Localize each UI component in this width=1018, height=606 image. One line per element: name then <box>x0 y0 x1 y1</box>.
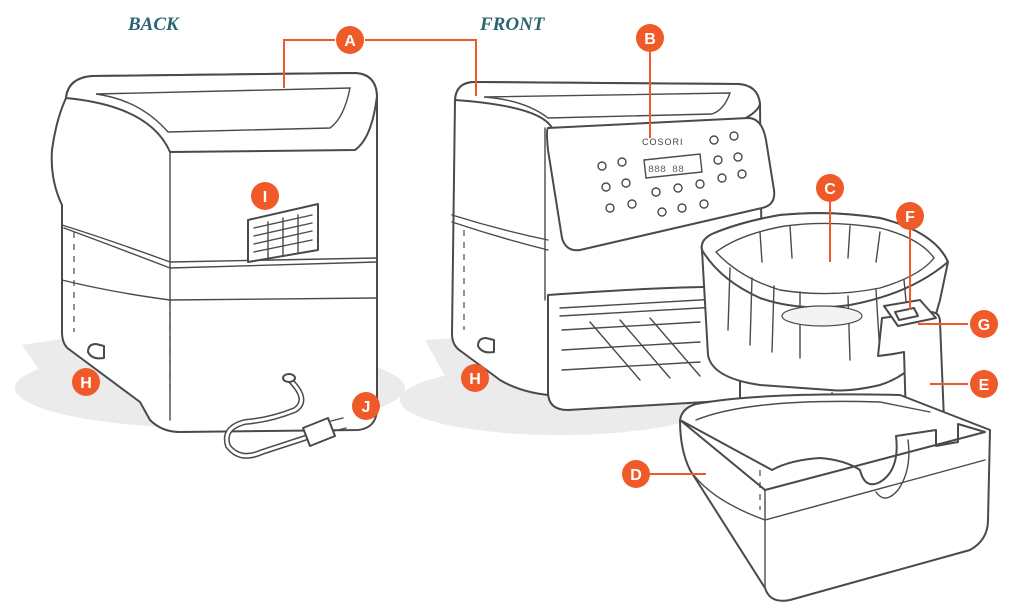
outer-basket <box>679 393 991 602</box>
label-b: B <box>636 24 664 52</box>
front-seam-upper <box>451 214 549 241</box>
front-view-title: FRONT <box>479 14 546 35</box>
basket-inner-rim <box>714 222 935 295</box>
svg-text:J: J <box>362 399 371 416</box>
svg-text:G: G <box>978 317 990 334</box>
back-view-title: BACK <box>127 14 180 35</box>
label-g: G <box>970 310 998 338</box>
back-vent-grille <box>247 203 319 263</box>
outer-basket-handle-slot <box>875 439 910 499</box>
svg-text:C: C <box>824 181 836 198</box>
back-seam-inner <box>63 227 378 269</box>
svg-text:D: D <box>630 467 642 484</box>
label-i: I <box>251 182 279 210</box>
control-panel <box>546 117 776 252</box>
svg-text:H: H <box>469 371 481 388</box>
outer-basket-seam <box>689 459 986 521</box>
back-foot <box>87 343 105 360</box>
outer-basket-rim <box>679 419 986 491</box>
svg-text:A: A <box>344 33 356 50</box>
svg-text:B: B <box>644 31 656 48</box>
label-h-back: H <box>72 368 100 396</box>
label-h-front: H <box>461 364 489 392</box>
label-e: E <box>970 370 998 398</box>
label-d: D <box>622 460 650 488</box>
touch-buttons <box>597 131 747 217</box>
leader-lines <box>283 39 968 475</box>
front-foot <box>477 337 495 354</box>
brand-logo: COSORI <box>642 137 684 147</box>
display-digits: 888 88 <box>648 165 684 176</box>
fry-basket <box>700 212 949 440</box>
display-screen: 888 88 <box>643 153 703 179</box>
plug-body <box>302 417 336 447</box>
basket-release-button <box>894 307 919 321</box>
front-lid-panel <box>483 92 731 119</box>
back-seam-upper <box>61 224 378 263</box>
svg-text:F: F <box>905 209 915 226</box>
basket-perforations <box>781 305 863 327</box>
label-c: C <box>816 174 844 202</box>
label-j: J <box>352 392 380 420</box>
part-labels: A B C D E F G H H I J <box>72 24 998 488</box>
front-view: COSORI 888 88 <box>400 81 776 435</box>
label-a: A <box>336 26 364 54</box>
label-f: F <box>896 202 924 230</box>
svg-text:H: H <box>80 375 92 392</box>
svg-text:E: E <box>979 377 990 394</box>
outer-basket-body <box>679 393 991 602</box>
front-seam-inner <box>451 221 549 251</box>
back-view <box>15 72 405 459</box>
drawer-rack <box>561 317 701 381</box>
svg-text:I: I <box>263 189 267 206</box>
back-lid-panel <box>95 87 351 133</box>
power-cord <box>223 373 347 459</box>
outer-basket-back-rim <box>695 400 931 421</box>
leader-a <box>283 39 477 96</box>
